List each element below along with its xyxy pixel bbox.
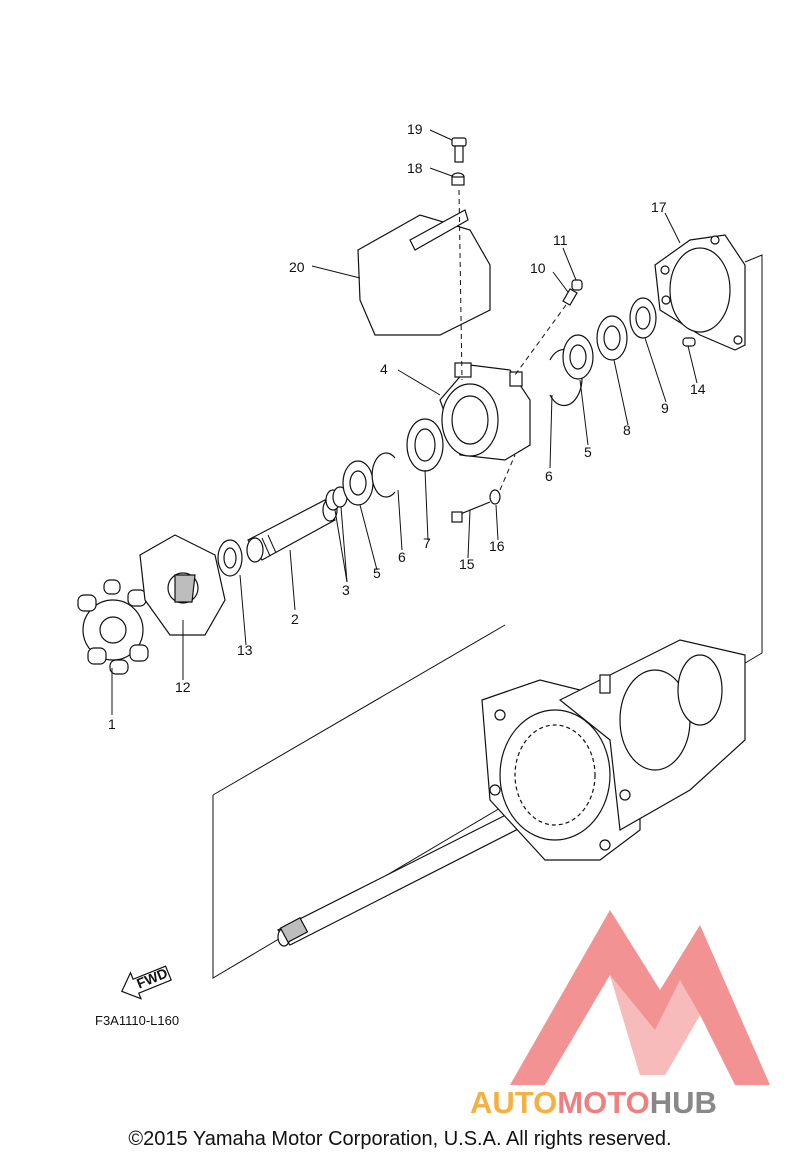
part-5-bearing-b	[562, 334, 594, 380]
jet-pump-housing	[481, 639, 746, 861]
part-8-bearing	[596, 315, 628, 361]
part-13-washer	[217, 539, 243, 577]
part-6-circlip-a	[371, 452, 396, 498]
part-10-grease-nipple	[514, 288, 578, 376]
callout-2: 2	[291, 611, 299, 627]
callout-18: 18	[407, 160, 423, 176]
watermark-text: AUTOMOTOHUB	[470, 1085, 717, 1120]
part-9-seal	[629, 297, 657, 339]
automotohub-logo	[510, 910, 770, 1085]
callout-9: 9	[661, 400, 669, 416]
callout-16: 16	[489, 538, 505, 554]
callout-11: 11	[553, 232, 568, 248]
callout-6a: 6	[398, 549, 406, 565]
part-4-bearing-housing	[439, 362, 531, 461]
callout-15: 15	[459, 556, 475, 572]
callout-3: 3	[342, 582, 350, 598]
callout-17: 17	[651, 199, 667, 215]
assembly-frame	[212, 254, 763, 979]
callout-7: 7	[423, 535, 431, 551]
part-20-shroud	[357, 209, 491, 336]
frame-edge	[212, 624, 506, 796]
callout-8: 8	[623, 422, 631, 438]
callout-13: 13	[237, 642, 253, 658]
leader-lines	[111, 129, 698, 715]
callout-14: 14	[690, 381, 706, 397]
callout-12: 12	[175, 679, 191, 695]
part-1-damper	[77, 579, 149, 675]
copyright-notice: ©2015 Yamaha Motor Corporation, U.S.A. A…	[128, 1128, 672, 1150]
fwd-arrow-icon	[121, 965, 172, 1000]
callout-5b: 5	[584, 444, 592, 460]
part-15-bolt	[451, 501, 491, 523]
part-5-bearing-a	[342, 460, 374, 506]
part-14-dowel	[682, 337, 696, 347]
part-7-oil-seal	[406, 418, 444, 472]
part-18-washer	[451, 172, 465, 186]
callout-6b: 6	[545, 468, 553, 484]
callout-10: 10	[530, 260, 546, 276]
diagram-code: F3A1110-L160	[95, 1013, 179, 1028]
callout-5a: 5	[373, 565, 381, 581]
part-3-shims	[325, 486, 348, 511]
callout-20: 20	[289, 259, 305, 275]
part-11-cap	[571, 279, 583, 291]
part-17-cover	[654, 234, 746, 351]
callout-4: 4	[380, 361, 388, 377]
part-19-bolt	[451, 137, 467, 163]
part-12-coupling	[139, 534, 226, 636]
callout-19: 19	[407, 121, 423, 137]
part-16-washer	[489, 489, 501, 505]
part-2-shaft	[246, 498, 338, 563]
callout-1: 1	[108, 716, 116, 732]
